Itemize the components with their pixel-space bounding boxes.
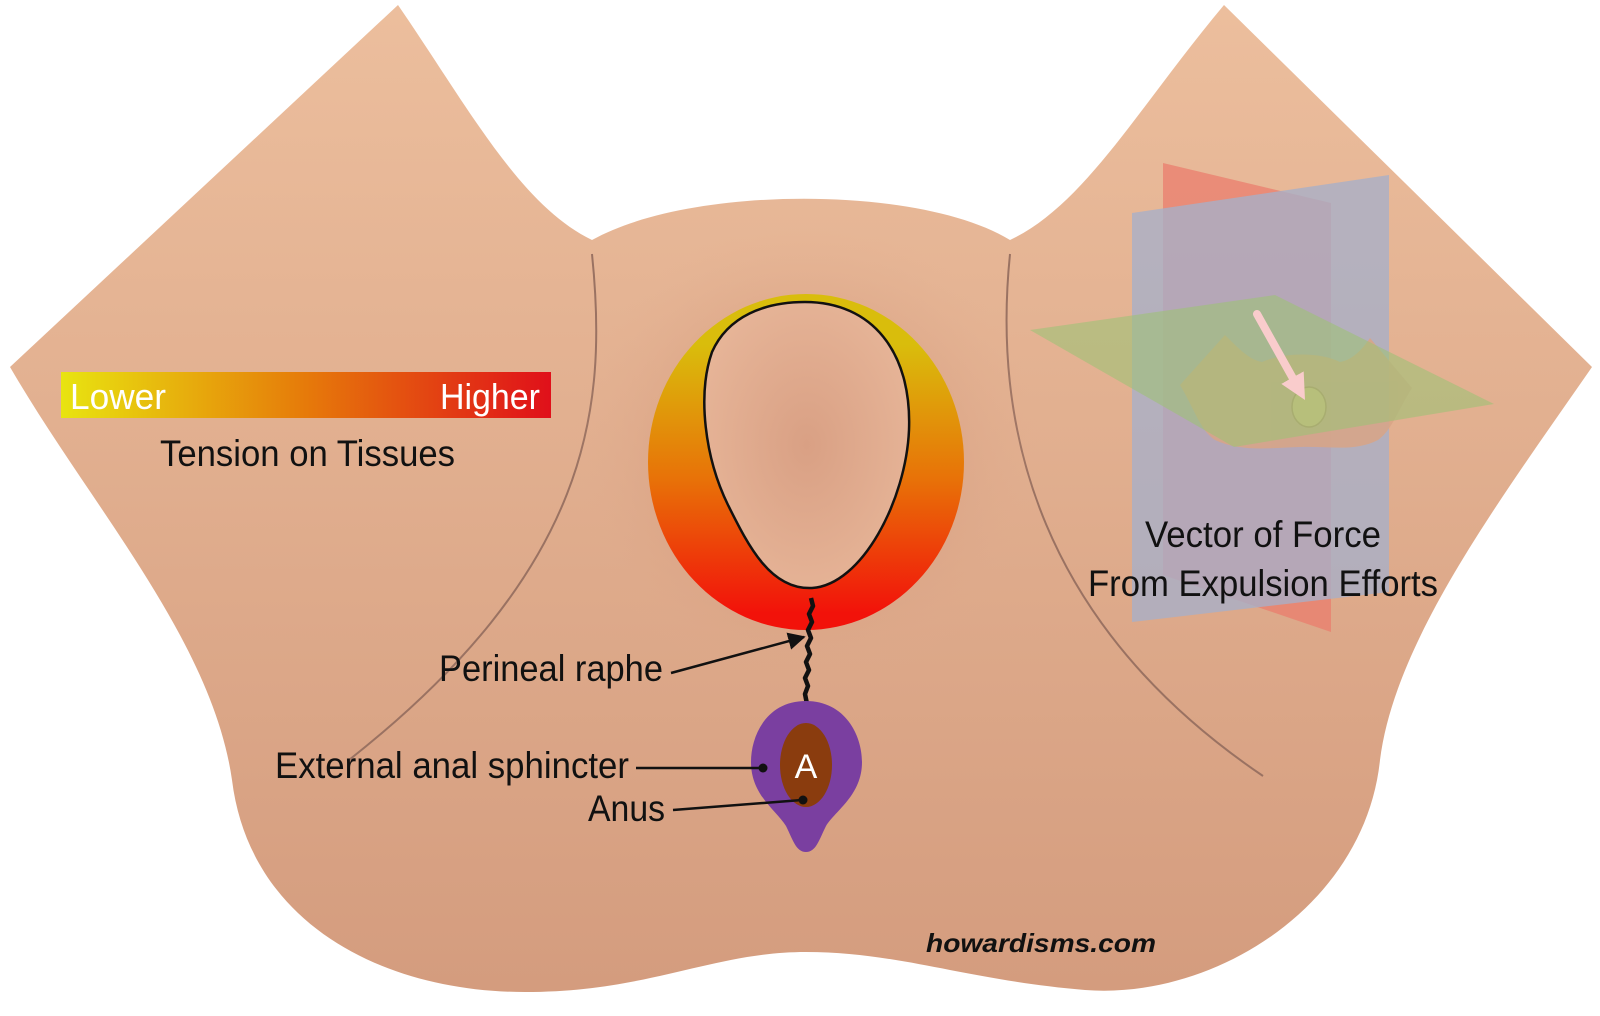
anus-label: Anus	[588, 788, 665, 829]
force-vector-inset: Vector of Force From Expulsion Efforts	[1030, 163, 1494, 632]
left-thigh-crease	[348, 253, 598, 761]
callouts: Perineal raphe External anal sphincter A…	[275, 632, 808, 829]
anus-pointer	[672, 798, 803, 812]
perineal-raphe-line	[802, 597, 816, 705]
vaginal-opening	[703, 300, 911, 590]
anal-region: A	[751, 701, 862, 852]
tension-gradient-bar	[61, 372, 551, 418]
inset-caption-line2: From Expulsion Efforts	[1088, 563, 1438, 604]
inset-caption-line1: Vector of Force	[1145, 514, 1381, 555]
external-anal-sphincter-label: External anal sphincter	[275, 745, 629, 786]
legend-high-label: Higher	[440, 376, 540, 417]
anus-shape	[780, 723, 832, 807]
right-thigh-crease	[1005, 253, 1264, 777]
anus-dot	[798, 795, 808, 805]
tension-legend: Lower Higher Tension on Tissues	[61, 372, 551, 474]
perineal-raphe-arrow	[670, 632, 806, 675]
legend-title: Tension on Tissues	[160, 433, 455, 474]
vaginal-opening-group	[571, 220, 1041, 690]
external-anal-sphincter-dot	[758, 763, 768, 773]
anus-marker: A	[795, 748, 818, 786]
watermark: howardisms.com	[926, 928, 1156, 958]
transverse-plane	[1030, 295, 1494, 447]
perineal-raphe-label: Perineal raphe	[439, 648, 663, 689]
force-vector-arrow	[1253, 310, 1305, 400]
legend-low-label: Lower	[70, 376, 166, 417]
